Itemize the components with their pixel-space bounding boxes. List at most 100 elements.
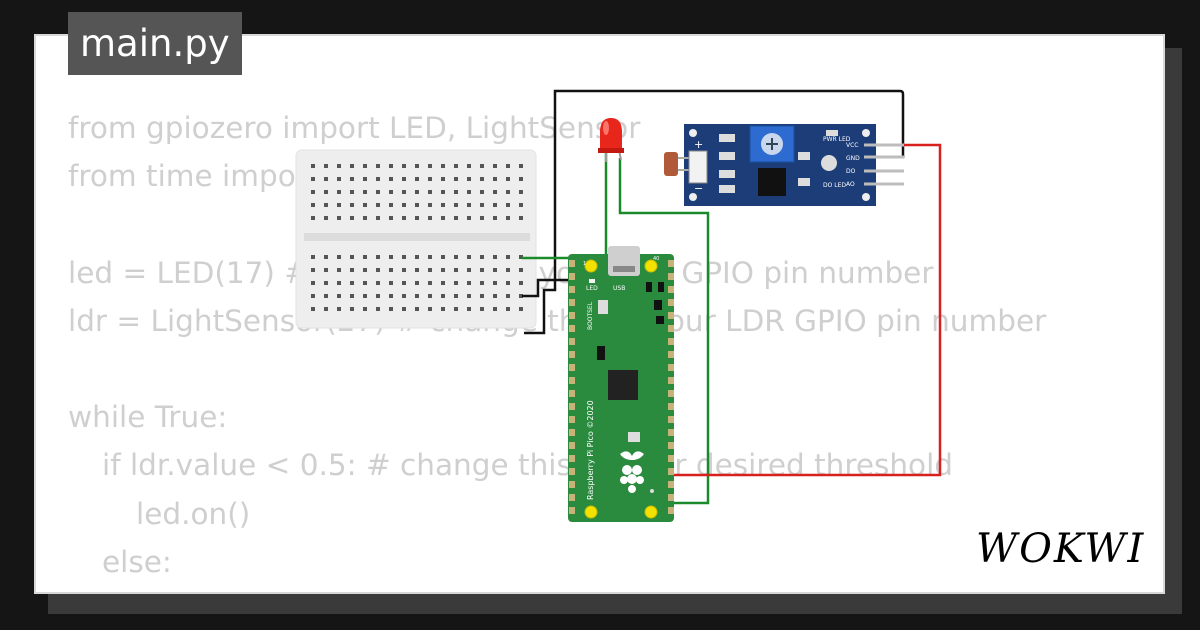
breadboard-hole[interactable] bbox=[480, 190, 484, 194]
header-pin[interactable] bbox=[569, 325, 575, 332]
breadboard-hole[interactable] bbox=[337, 177, 341, 181]
breadboard-hole[interactable] bbox=[480, 268, 484, 272]
breadboard-hole[interactable] bbox=[324, 216, 328, 220]
breadboard-hole[interactable] bbox=[506, 164, 510, 168]
header-pin[interactable] bbox=[668, 260, 674, 267]
breadboard-hole[interactable] bbox=[415, 307, 419, 311]
breadboard-hole[interactable] bbox=[402, 307, 406, 311]
breadboard-hole[interactable] bbox=[324, 281, 328, 285]
header-pin[interactable] bbox=[668, 390, 674, 397]
breadboard-hole[interactable] bbox=[337, 294, 341, 298]
breadboard-hole[interactable] bbox=[480, 203, 484, 207]
breadboard-hole[interactable] bbox=[324, 203, 328, 207]
breadboard-hole[interactable] bbox=[311, 190, 315, 194]
breadboard-hole[interactable] bbox=[389, 268, 393, 272]
breadboard-hole[interactable] bbox=[350, 294, 354, 298]
breadboard-hole[interactable] bbox=[363, 164, 367, 168]
breadboard-hole[interactable] bbox=[324, 177, 328, 181]
breadboard-hole[interactable] bbox=[402, 164, 406, 168]
breadboard-hole[interactable] bbox=[337, 281, 341, 285]
breadboard-hole[interactable] bbox=[441, 190, 445, 194]
breadboard-hole[interactable] bbox=[493, 268, 497, 272]
header-pin[interactable] bbox=[569, 273, 575, 280]
header-pin[interactable] bbox=[569, 390, 575, 397]
breadboard-hole[interactable] bbox=[493, 294, 497, 298]
breadboard-hole[interactable] bbox=[506, 255, 510, 259]
breadboard-hole[interactable] bbox=[480, 177, 484, 181]
breadboard-hole[interactable] bbox=[493, 255, 497, 259]
header-pin[interactable] bbox=[668, 377, 674, 384]
breadboard-hole[interactable] bbox=[389, 255, 393, 259]
header-pin[interactable] bbox=[569, 494, 575, 501]
breadboard-hole[interactable] bbox=[454, 190, 458, 194]
breadboard-hole[interactable] bbox=[415, 190, 419, 194]
header-pin[interactable] bbox=[668, 442, 674, 449]
breadboard-hole[interactable] bbox=[493, 307, 497, 311]
header-pin[interactable] bbox=[668, 416, 674, 423]
breadboard-hole[interactable] bbox=[311, 177, 315, 181]
ldr-sensor-module[interactable]: + − PWR LED DO LED VCC GND DO AO bbox=[664, 124, 904, 206]
breadboard-hole[interactable] bbox=[376, 268, 380, 272]
breadboard-hole[interactable] bbox=[363, 294, 367, 298]
breadboard-hole[interactable] bbox=[519, 294, 523, 298]
breadboard-hole[interactable] bbox=[506, 307, 510, 311]
breadboard-hole[interactable] bbox=[311, 294, 315, 298]
breadboard-hole[interactable] bbox=[311, 255, 315, 259]
breadboard-hole[interactable] bbox=[441, 294, 445, 298]
header-pin[interactable] bbox=[569, 442, 575, 449]
breadboard-hole[interactable] bbox=[389, 281, 393, 285]
header-pin[interactable] bbox=[569, 260, 575, 267]
breadboard-hole[interactable] bbox=[428, 281, 432, 285]
header-pin[interactable] bbox=[569, 338, 575, 345]
breadboard-hole[interactable] bbox=[454, 164, 458, 168]
breadboard-hole[interactable] bbox=[506, 177, 510, 181]
file-tab-main-py[interactable]: main.py bbox=[68, 12, 242, 75]
breadboard-hole[interactable] bbox=[441, 281, 445, 285]
breadboard-hole[interactable] bbox=[467, 164, 471, 168]
header-pin[interactable] bbox=[668, 325, 674, 332]
breadboard-hole[interactable] bbox=[350, 203, 354, 207]
breadboard-hole[interactable] bbox=[376, 294, 380, 298]
header-pin[interactable] bbox=[569, 286, 575, 293]
breadboard-hole[interactable] bbox=[428, 203, 432, 207]
breadboard-hole[interactable] bbox=[506, 216, 510, 220]
breadboard-hole[interactable] bbox=[454, 203, 458, 207]
breadboard-hole[interactable] bbox=[467, 268, 471, 272]
breadboard-hole[interactable] bbox=[454, 216, 458, 220]
breadboard-hole[interactable] bbox=[363, 255, 367, 259]
breadboard-hole[interactable] bbox=[337, 255, 341, 259]
breadboard-hole[interactable] bbox=[428, 255, 432, 259]
header-pin[interactable] bbox=[569, 312, 575, 319]
breadboard-hole[interactable] bbox=[350, 177, 354, 181]
raspberry-pi-pico-board[interactable]: 1 40 USB LED BOOTSEL Raspberry Pi Pico ©… bbox=[568, 246, 674, 522]
header-pin[interactable] bbox=[668, 273, 674, 280]
breadboard-hole[interactable] bbox=[324, 190, 328, 194]
header-pin[interactable] bbox=[668, 429, 674, 436]
breadboard-hole[interactable] bbox=[493, 203, 497, 207]
breadboard-hole[interactable] bbox=[480, 164, 484, 168]
header-pin[interactable] bbox=[668, 299, 674, 306]
breadboard-hole[interactable] bbox=[519, 177, 523, 181]
header-pin[interactable] bbox=[569, 429, 575, 436]
breadboard-hole[interactable] bbox=[311, 281, 315, 285]
breadboard-hole[interactable] bbox=[428, 294, 432, 298]
breadboard-hole[interactable] bbox=[480, 281, 484, 285]
breadboard-hole[interactable] bbox=[376, 255, 380, 259]
breadboard-hole[interactable] bbox=[402, 216, 406, 220]
breadboard-hole[interactable] bbox=[428, 307, 432, 311]
breadboard-hole[interactable] bbox=[350, 281, 354, 285]
breadboard-hole[interactable] bbox=[337, 190, 341, 194]
breadboard-hole[interactable] bbox=[350, 255, 354, 259]
breadboard-hole[interactable] bbox=[506, 268, 510, 272]
breadboard-hole[interactable] bbox=[402, 190, 406, 194]
breadboard-hole[interactable] bbox=[519, 268, 523, 272]
breadboard-hole[interactable] bbox=[428, 177, 432, 181]
breadboard[interactable] bbox=[295, 149, 537, 329]
breadboard-hole[interactable] bbox=[324, 255, 328, 259]
breadboard-hole[interactable] bbox=[493, 216, 497, 220]
wire-red-vcc[interactable] bbox=[674, 143, 942, 477]
breadboard-hole[interactable] bbox=[337, 203, 341, 207]
breadboard-hole[interactable] bbox=[415, 164, 419, 168]
breadboard-hole[interactable] bbox=[363, 216, 367, 220]
breadboard-hole[interactable] bbox=[441, 177, 445, 181]
